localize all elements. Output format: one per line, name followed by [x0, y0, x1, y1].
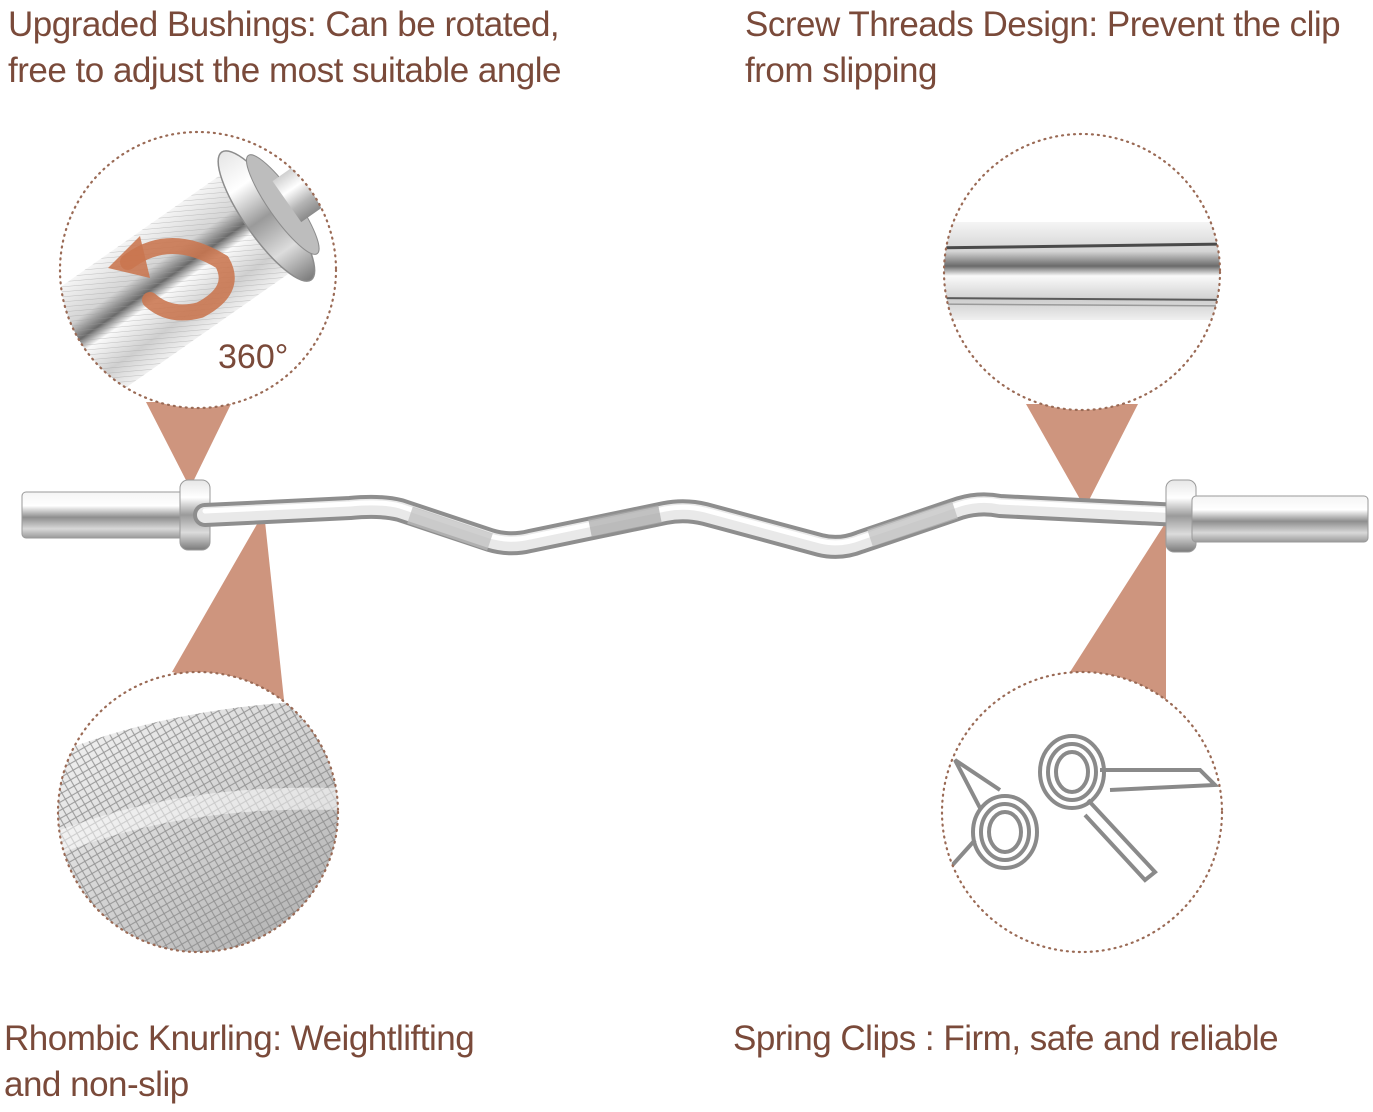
caption-threads-line2: from slipping [745, 51, 937, 90]
right-sleeve [1191, 495, 1369, 543]
callout-wedge-threads [1026, 404, 1138, 508]
spring-clip-left-icon [946, 758, 1039, 872]
caption-bushings-line1: Upgraded Bushings: Can be rotated, [8, 5, 560, 44]
grip-band-center [588, 505, 662, 537]
left-sleeve [21, 491, 185, 539]
barbell-shaft-shine [202, 497, 1183, 546]
spring-clip-right-icon [1038, 734, 1220, 883]
callout-wedge-knurling [172, 512, 284, 700]
rotation-arrow-icon [120, 238, 235, 321]
caption-bushings-line2: free to adjust the most suitable angle [8, 51, 562, 90]
caption-spring-clips: Spring Clips : Firm, safe and reliable [733, 1016, 1353, 1062]
rotation-degree-label: 360° [218, 338, 288, 376]
grip-band-right [867, 501, 958, 547]
caption-clips-line1: Spring Clips : Firm, safe and reliable [733, 1019, 1279, 1058]
caption-screw-threads: Screw Threads Design: Prevent the clip f… [745, 2, 1365, 94]
caption-knurling-line2: and non-slip [4, 1065, 189, 1104]
zoom-screw-threads [942, 132, 1222, 412]
callout-wedge-clips [1070, 522, 1166, 700]
rotation-arrowhead-icon [108, 236, 150, 278]
caption-upgraded-bushings: Upgraded Bushings: Can be rotated, free … [8, 2, 608, 94]
ez-curl-barbell [21, 479, 1369, 559]
barbell-shaft-highlight [197, 496, 1188, 555]
zoom-bushings: 360° [58, 130, 338, 410]
zoom-knurling [56, 670, 340, 954]
zoom-spring-clips [940, 670, 1224, 954]
caption-knurling-line1: Rhombic Knurling: Weightlifting [4, 1019, 475, 1058]
grip-band-left [407, 506, 493, 551]
caption-rhombic-knurling: Rhombic Knurling: Weightlifting and non-… [4, 1016, 524, 1108]
callout-wedge-bushings [146, 402, 232, 488]
caption-threads-line1: Screw Threads Design: Prevent the clip [745, 5, 1341, 44]
